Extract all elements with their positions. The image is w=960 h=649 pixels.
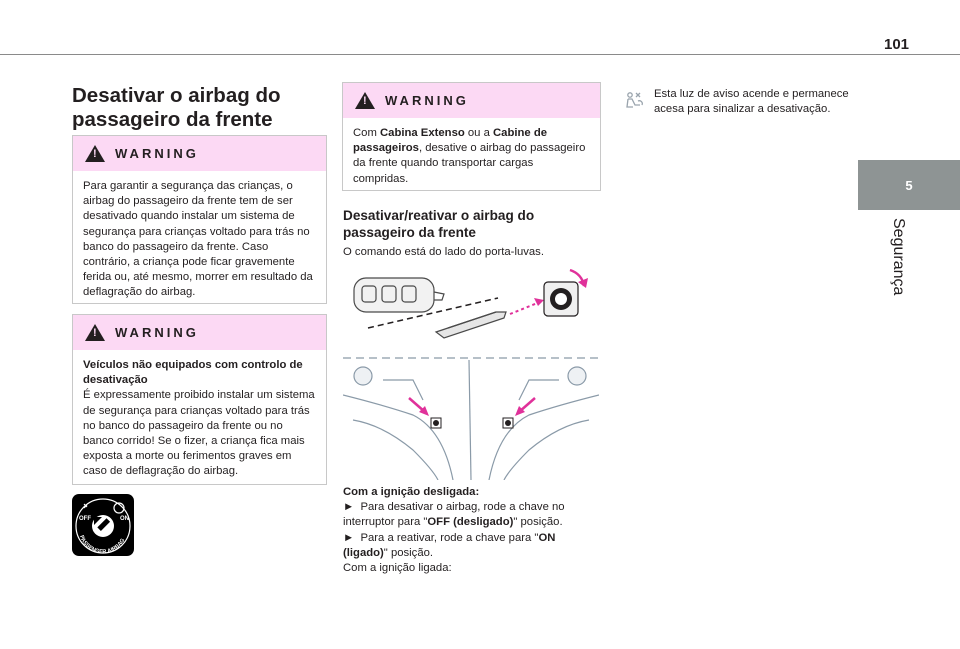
- warning-bold-text: Veículos não equipados com controlo de d…: [83, 359, 303, 387]
- step2-bold: ON (ligado): [343, 531, 556, 559]
- bullet-arrow: ►: [343, 501, 355, 514]
- bold-run: Cabina Extenso: [380, 127, 465, 139]
- instructions: Com a ignição desligada: ► Para desativa…: [343, 485, 598, 576]
- key-switch-illustration: [348, 262, 598, 340]
- step1-end: " posição.: [513, 516, 563, 529]
- airbag-switch-graphic: OFF ON PASSENGER AIRBAG: [75, 498, 131, 555]
- warning-triangle-icon: [85, 324, 105, 341]
- section-title-text: Segurança: [890, 218, 907, 296]
- ignition-off-label: Com a ignição desligada:: [343, 486, 480, 498]
- warning-body: Veículos não equipados com controlo de d…: [73, 350, 326, 488]
- warning-text: Para garantir a segurança das crianças, …: [83, 180, 313, 299]
- indicator-description: Esta luz de aviso acende e permanece ace…: [654, 88, 849, 116]
- warning-header: WARNING: [73, 136, 326, 171]
- warning-body: Com Cabina Extenso ou a Cabine de passag…: [343, 118, 600, 195]
- page-title: Desativar o airbag do passageiro da fren…: [72, 84, 281, 131]
- step1-text: Para desativar o airbag, rode a chave no…: [343, 501, 565, 529]
- airbag-off-warning-light-icon: [622, 90, 644, 112]
- page-number: 101: [884, 36, 910, 53]
- step2-end: " posição.: [383, 546, 434, 559]
- warning-label: WARNING: [115, 146, 199, 161]
- bold-run: Cabine de passageiros: [353, 127, 548, 155]
- ignition-on-label: Com a ignição ligada:: [343, 562, 452, 575]
- off-label: OFF: [79, 516, 91, 522]
- warning-triangle-icon: [85, 145, 105, 162]
- text-run: Com: [353, 127, 380, 139]
- section-tab[interactable]: 5: [858, 160, 960, 210]
- warning-triangle-icon: [355, 92, 375, 109]
- warning-box-no-deactivation: WARNING Veículos não equipados com contr…: [72, 314, 327, 485]
- warning-box-child-safety: WARNING Para garantir a segurança das cr…: [72, 135, 327, 304]
- warning-label: WARNING: [385, 93, 469, 108]
- text-run: , desative o airbag do passageiro da fre…: [353, 142, 586, 185]
- section-title: Segurança: [885, 218, 915, 308]
- intro-text: O comando está do lado do porta-luvas.: [343, 246, 544, 258]
- bullet-arrow: ►: [343, 531, 355, 544]
- warning-box-long-loads: WARNING Com Cabina Extenso ou a Cabine d…: [342, 82, 601, 191]
- warning-label: WARNING: [115, 325, 199, 340]
- header-rule: [0, 54, 960, 55]
- passenger-airbag-switch-icon: OFF ON PASSENGER AIRBAG: [72, 494, 134, 556]
- text-run: ou a: [464, 127, 494, 139]
- warning-header: WARNING: [343, 83, 600, 118]
- step1-bold: OFF (desligado): [427, 516, 514, 529]
- warning-header: WARNING: [73, 315, 326, 350]
- dashboard-illustration: [342, 350, 600, 481]
- on-label: ON: [120, 516, 129, 522]
- warning-text: É expressamente proibido instalar um sis…: [83, 389, 315, 478]
- subsection-title: Desativar/reativar o airbag do passageir…: [343, 208, 535, 240]
- step2-text: Para a reativar, rode a chave para ": [360, 531, 539, 544]
